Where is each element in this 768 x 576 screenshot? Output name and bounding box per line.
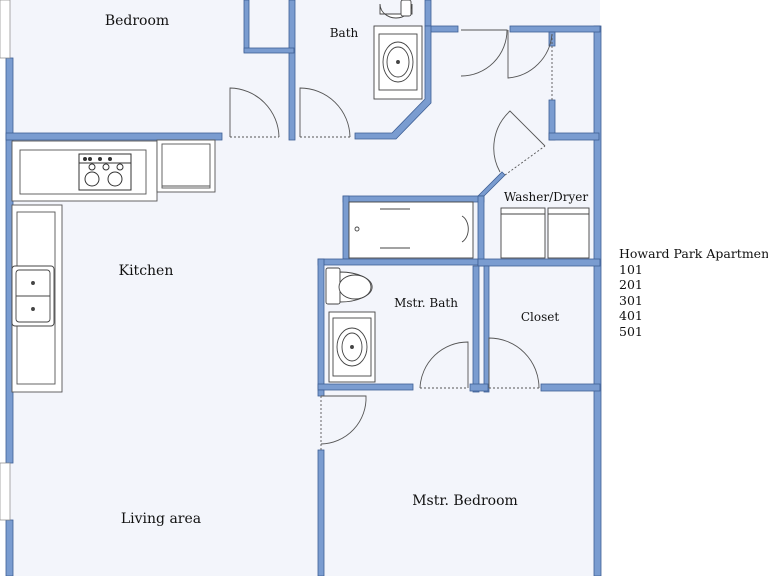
room-label-mstr-bedroom: Mstr. Bedroom: [412, 493, 518, 509]
room-label-kitchen: Kitchen: [119, 263, 174, 279]
room-label-mstr-bath: Mstr. Bath: [394, 296, 458, 310]
unit-legend: Howard Park Apartments 101 201 301 401 5…: [619, 246, 768, 339]
unit-number: 501: [619, 323, 643, 339]
floor-area: [6, 0, 600, 576]
unit-number: 201: [619, 277, 643, 292]
mstr-vanity-icon: [328, 311, 376, 383]
windows: [0, 0, 11, 521]
room-label-bath: Bath: [330, 26, 359, 40]
washer-dryer-icon: [500, 207, 590, 259]
refrigerator-icon: [156, 139, 216, 193]
unit-number: 101: [619, 261, 643, 277]
room-label-living-area: Living area: [121, 511, 201, 527]
walls: [5, 0, 602, 576]
legend-title: Howard Park Apartments: [619, 246, 768, 261]
room-label-closet: Closet: [521, 310, 560, 324]
bath-vanity-icon: [373, 25, 423, 100]
unit-number: 401: [619, 308, 643, 323]
toilet-icon: [379, 0, 413, 19]
room-label-washer-dryer: Washer/Dryer: [504, 190, 588, 204]
bathtub-icon: [348, 201, 474, 259]
mstr-toilet-icon: [325, 267, 373, 305]
unit-number: 301: [619, 292, 643, 308]
room-label-bedroom: Bedroom: [105, 13, 169, 29]
stove-icon: [78, 153, 132, 191]
doors: [229, 29, 553, 450]
kitchen-sink-icon: [11, 265, 55, 327]
